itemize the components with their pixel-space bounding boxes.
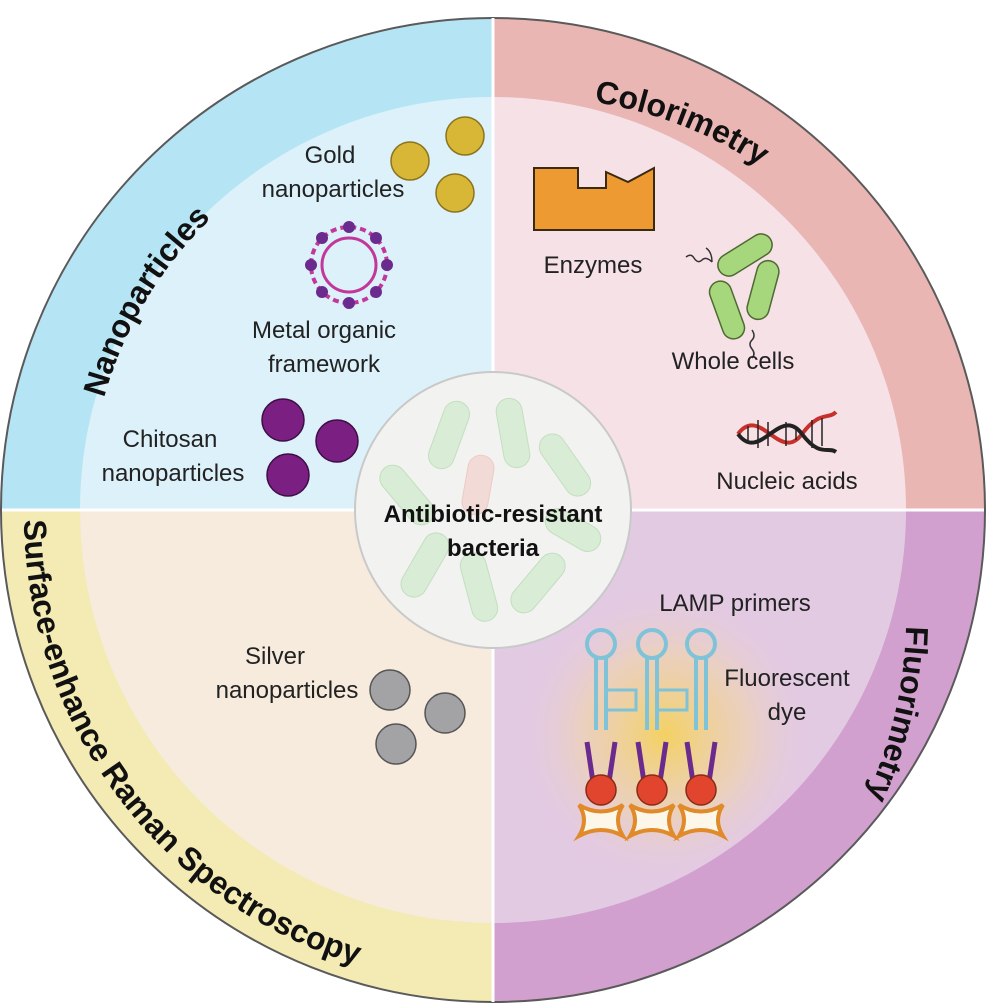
dna-helix-icon: [736, 410, 838, 454]
fluorescent-dye-label-line2: dye: [768, 699, 807, 726]
center-title-line1: Antibiotic-resistant: [384, 501, 603, 528]
chitosan-label-line1: Chitosan: [123, 426, 218, 453]
gold-nanoparticles-icon: [390, 116, 485, 213]
bacteria-background-icon: [379, 397, 602, 622]
chitosan-nanoparticles-icon: [261, 398, 359, 497]
fluorescent-dye-label-line1: Fluorescent: [724, 665, 850, 692]
whole-cells-label: Whole cells: [672, 348, 795, 375]
center-disc: [354, 371, 632, 649]
lamp-primers-label: LAMP primers: [659, 590, 811, 617]
enzymes-label: Enzymes: [544, 252, 643, 279]
bacterial-cell-icon: [685, 233, 780, 359]
center-title-line2: bacteria: [447, 535, 540, 562]
mof-label-line2: framework: [268, 351, 381, 378]
enzyme-icon: [533, 166, 655, 231]
silver-label-line1: Silver: [245, 643, 305, 670]
lamp-primer-icon: [573, 628, 729, 842]
gold-label-line1: Gold: [305, 142, 356, 169]
chitosan-label-line2: nanoparticles: [102, 460, 245, 487]
metal-organic-framework-icon: [305, 221, 393, 309]
silver-label-line2: nanoparticles: [216, 677, 359, 704]
nucleic-acids-label: Nucleic acids: [716, 468, 857, 495]
gold-label-line2: nanoparticles: [262, 176, 405, 203]
mof-label-line1: Metal organic: [252, 317, 396, 344]
silver-nanoparticles-icon: [369, 669, 466, 765]
